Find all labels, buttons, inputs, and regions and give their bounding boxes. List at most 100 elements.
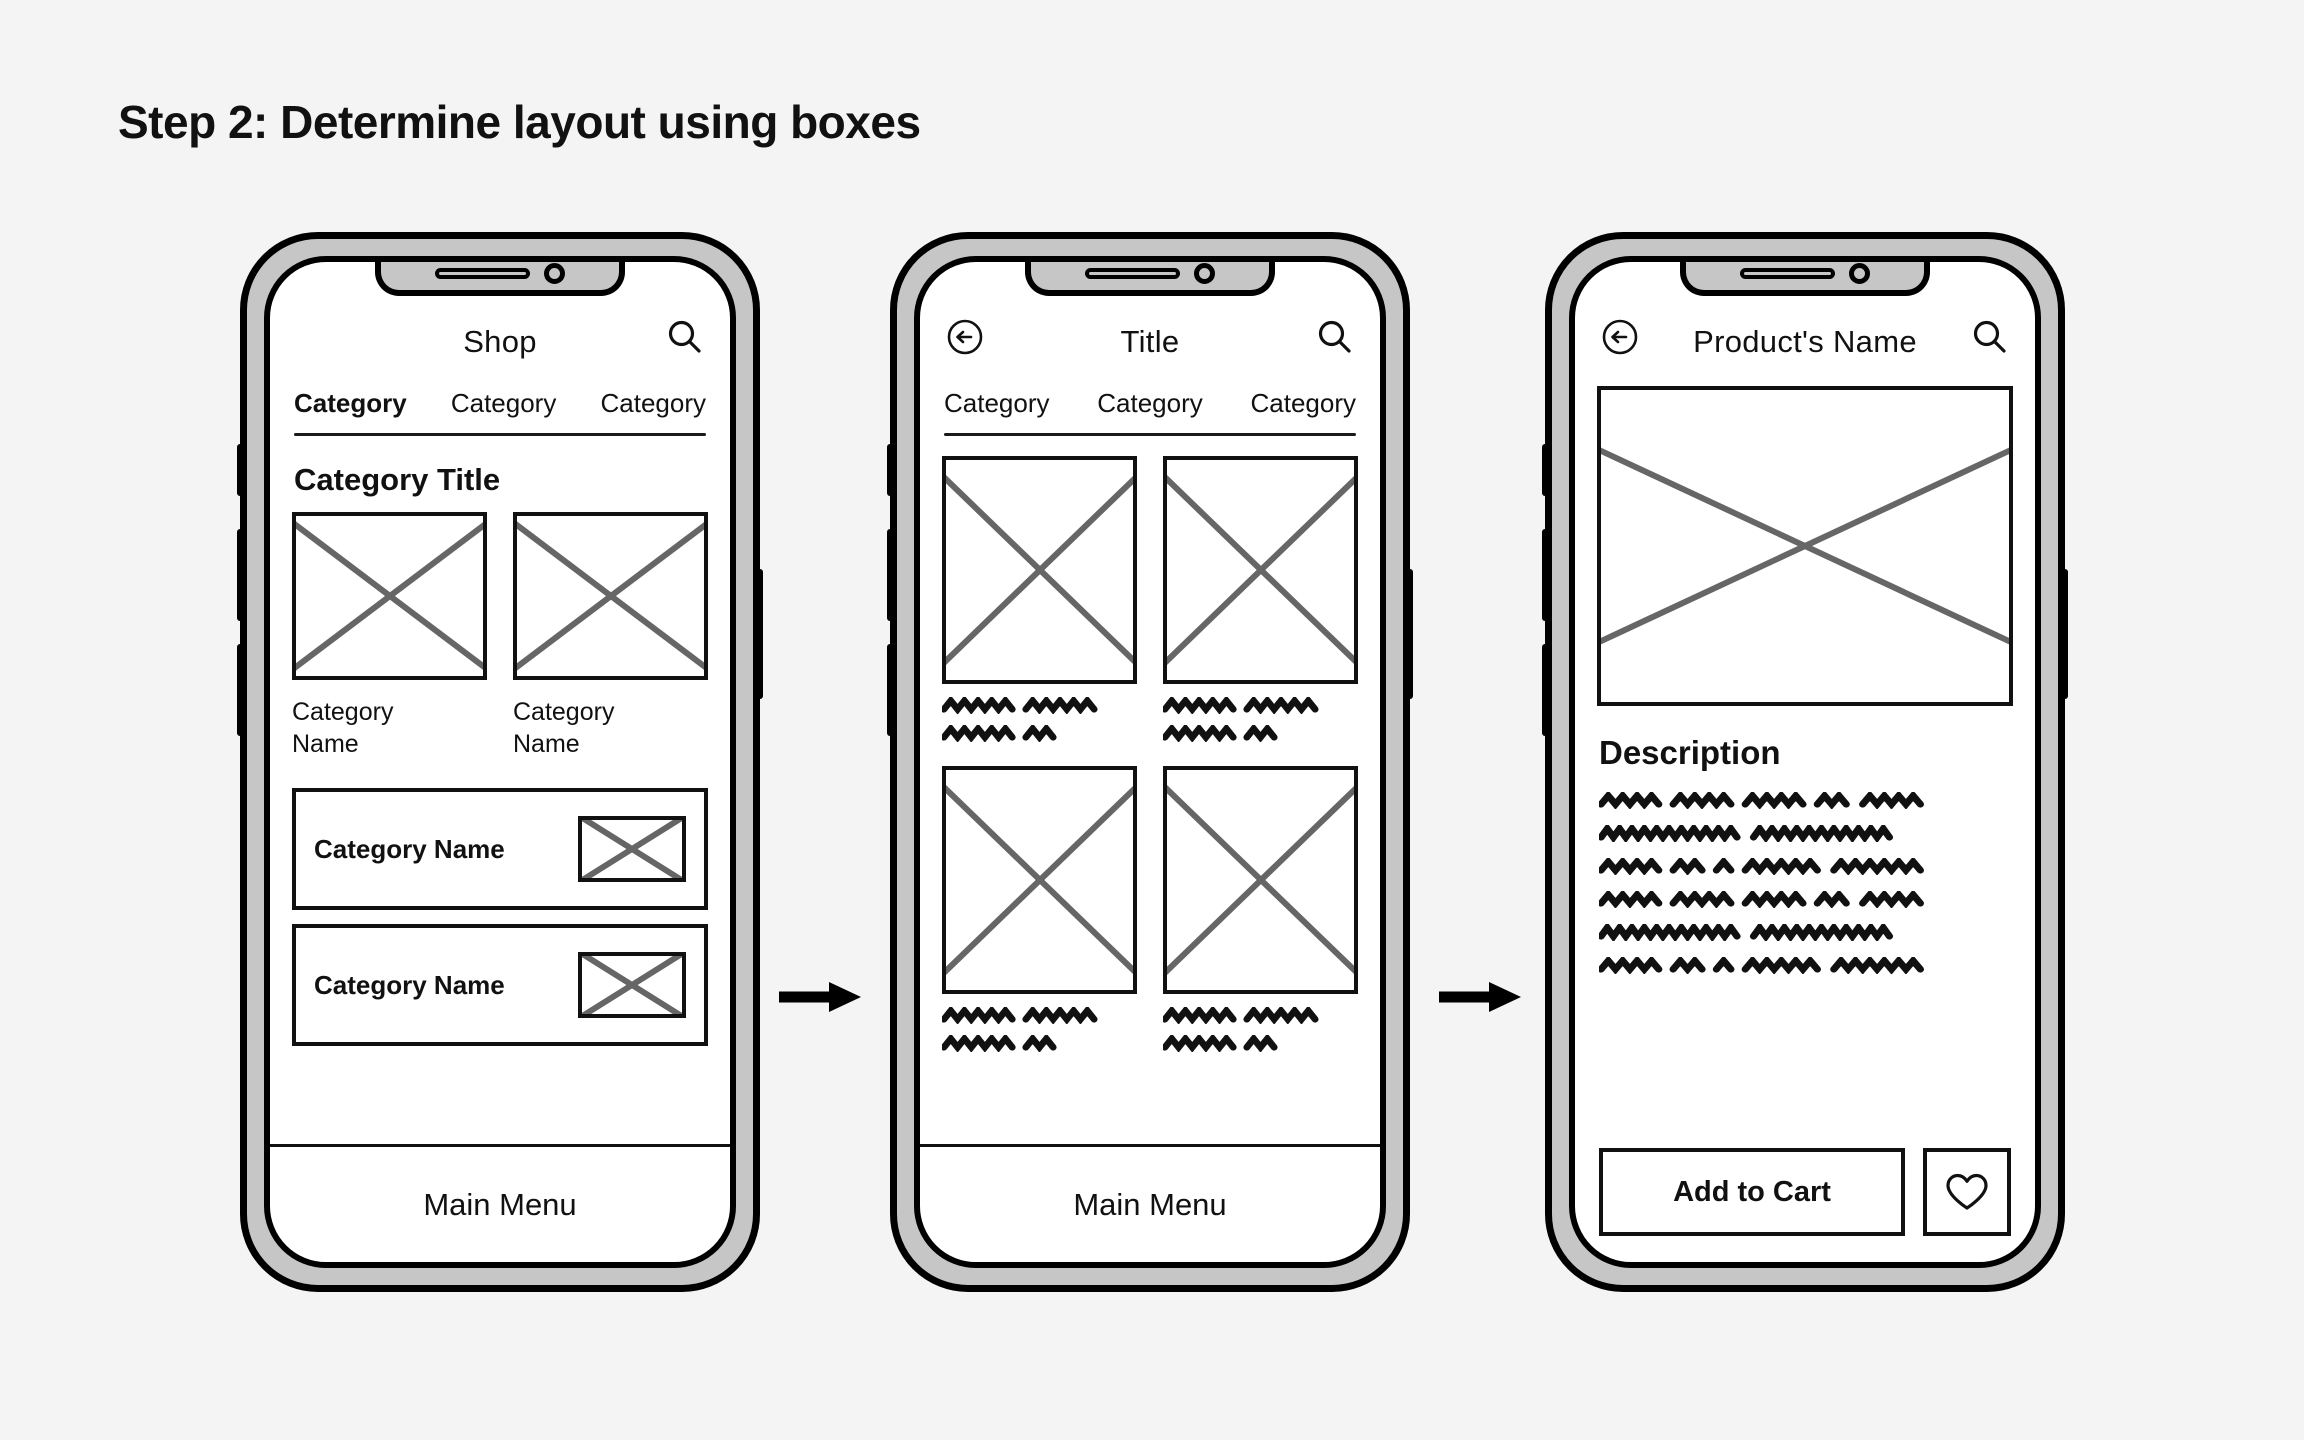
appbar-product-detail: Product's Name	[1597, 262, 2013, 370]
phone-side-button-silent	[887, 444, 894, 496]
content-spacer	[292, 1046, 708, 1144]
back-arrow-icon[interactable]	[1597, 314, 1643, 360]
front-camera-icon	[544, 262, 565, 284]
scribble-line-icon	[1599, 924, 1894, 941]
scribble-line-icon	[1599, 858, 1924, 875]
image-placeholder-icon	[292, 512, 487, 680]
scribble-line-icon	[942, 1007, 1098, 1024]
image-placeholder-icon	[1163, 766, 1358, 994]
wireframe-flow: Shop Category Category Category Categ	[0, 232, 2304, 1322]
earpiece-speaker-icon	[435, 267, 530, 279]
phone-side-button-volume-up	[887, 529, 894, 621]
category-card[interactable]: Category Name	[292, 512, 487, 760]
product-actions: Add to Cart	[1597, 1148, 2013, 1236]
scribble-line-icon	[1599, 825, 1894, 842]
scribble-line-icon	[1599, 891, 1924, 908]
product-hero-image[interactable]	[1597, 386, 2013, 706]
scribble-line-icon	[1163, 725, 1278, 742]
scribble-line-icon	[1599, 957, 1924, 974]
list-item[interactable]: Category Name	[292, 788, 708, 910]
description-text-placeholder	[1597, 792, 2013, 974]
image-placeholder-icon	[1163, 456, 1358, 684]
main-menu-label: Main Menu	[423, 1186, 577, 1222]
product-card[interactable]	[1163, 766, 1358, 1052]
scribble-line-icon	[942, 1035, 1057, 1052]
list-item-label: Category Name	[314, 833, 505, 864]
scribble-line-icon	[942, 725, 1057, 742]
favorite-button[interactable]	[1923, 1148, 2011, 1236]
list-item-label: Category Name	[314, 969, 505, 1000]
appbar-shop: Shop	[292, 262, 708, 370]
tab-category-2[interactable]: Category	[450, 388, 557, 418]
phone-screen-shop: Shop Category Category Category Categ	[264, 256, 736, 1268]
search-icon[interactable]	[1967, 314, 2013, 360]
main-menu-bar[interactable]: Main Menu	[270, 1144, 730, 1262]
image-placeholder-icon	[1597, 386, 2013, 706]
product-text-placeholder	[1163, 1007, 1358, 1052]
flow-arrow-2-icon	[1439, 982, 1521, 1012]
content-spacer	[942, 1052, 1358, 1144]
category-card-label: Category Name	[513, 698, 615, 758]
category-list: Category Name Category Name	[292, 788, 708, 1046]
tabs-divider	[944, 433, 1356, 436]
scribble-line-icon	[1163, 1035, 1278, 1052]
heart-icon	[1946, 1173, 1988, 1210]
product-card[interactable]	[942, 456, 1137, 742]
search-icon[interactable]	[1312, 314, 1358, 360]
add-to-cart-button[interactable]: Add to Cart	[1599, 1148, 1905, 1236]
tab-category-3[interactable]: Category	[600, 388, 706, 418]
phone-notch	[1680, 262, 1930, 296]
scribble-line-icon	[1599, 792, 1924, 809]
category-card-grid: Category Name Category Name	[292, 512, 708, 760]
main-menu-label: Main Menu	[1073, 1186, 1227, 1222]
phone-side-button-volume-down	[237, 644, 244, 736]
phone-side-button-power	[2061, 569, 2068, 699]
product-text-placeholder	[1163, 697, 1358, 742]
phone-side-button-silent	[1542, 444, 1549, 496]
phone-side-button-power	[1406, 569, 1413, 699]
scribble-line-icon	[1163, 697, 1319, 714]
phone-side-button-power	[756, 569, 763, 699]
search-icon[interactable]	[662, 314, 708, 360]
list-item[interactable]: Category Name	[292, 924, 708, 1046]
appbar-title-shop: Shop	[463, 324, 537, 359]
phone-mockup-product-detail: Product's Name Description	[1542, 232, 2068, 1292]
phone-notch	[375, 262, 625, 296]
scribble-line-icon	[942, 697, 1098, 714]
product-card[interactable]	[942, 766, 1137, 1052]
phone-side-button-volume-up	[1542, 529, 1549, 621]
category-card[interactable]: Category Name	[513, 512, 708, 760]
category-tabs-listing: Category Category Category	[942, 370, 1358, 419]
image-placeholder-icon	[942, 456, 1137, 684]
back-arrow-icon[interactable]	[942, 314, 988, 360]
tab-category-2[interactable]: Category	[1097, 388, 1203, 418]
phone-mockup-listing: Title Category Category Category	[887, 232, 1413, 1292]
product-text-placeholder	[942, 697, 1137, 742]
tabs-divider	[294, 433, 706, 436]
tab-category-3[interactable]: Category	[1250, 388, 1357, 418]
tab-category-1[interactable]: Category	[294, 388, 407, 418]
add-to-cart-label: Add to Cart	[1673, 1175, 1831, 1208]
category-tabs-shop: Category Category Category	[292, 370, 708, 419]
phone-side-button-volume-down	[1542, 644, 1549, 736]
image-placeholder-icon	[942, 766, 1137, 994]
page-title: Step 2: Determine layout using boxes	[118, 96, 921, 148]
tab-category-1[interactable]: Category	[944, 388, 1050, 418]
phone-side-button-volume-down	[887, 644, 894, 736]
product-text-placeholder	[942, 1007, 1137, 1052]
earpiece-speaker-icon	[1740, 267, 1835, 279]
phone-side-button-silent	[237, 444, 244, 496]
main-menu-bar[interactable]: Main Menu	[920, 1144, 1380, 1262]
phone-screen-product-detail: Product's Name Description	[1569, 256, 2041, 1268]
flow-arrow-1-icon	[779, 982, 861, 1012]
image-placeholder-icon	[578, 816, 686, 882]
appbar-listing: Title	[942, 262, 1358, 370]
phone-notch	[1025, 262, 1275, 296]
image-placeholder-icon	[513, 512, 708, 680]
phone-side-button-volume-up	[237, 529, 244, 621]
front-camera-icon	[1194, 262, 1215, 284]
appbar-title-listing: Title	[1120, 324, 1180, 359]
product-grid	[942, 456, 1358, 1052]
category-card-label: Category Name	[292, 698, 394, 758]
product-card[interactable]	[1163, 456, 1358, 742]
